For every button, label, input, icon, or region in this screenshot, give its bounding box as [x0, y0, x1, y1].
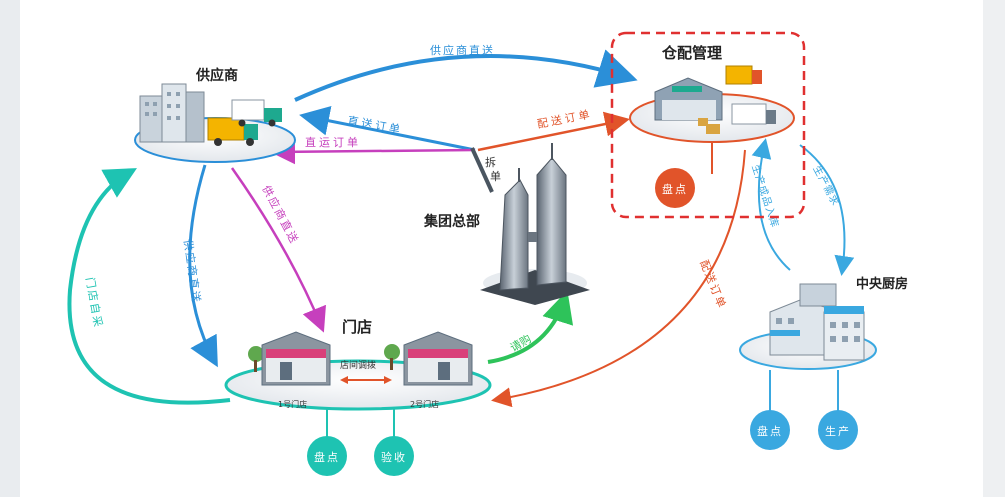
store-count-label: 盘点: [314, 450, 340, 464]
edge-label-direct-order-1: 直送订单: [346, 113, 404, 137]
headquarters-node: 集团总部: [423, 143, 590, 305]
edge-direct-order-2: [270, 139, 476, 165]
edge-label-supplier-direct-top: 供应商直送: [430, 43, 495, 57]
kitchen-produce-badge: [818, 410, 858, 450]
store-transfer-label: 店间调拨: [340, 359, 376, 371]
edge-supplier-direct-pink: [230, 167, 326, 333]
store-count-badge: [307, 436, 347, 476]
edge-label-store-self: 门店自采: [83, 276, 106, 330]
warehouse-label: 仓配管理: [661, 44, 722, 62]
store-node: 门店 1号门店 2号门店 店间调拨: [224, 318, 492, 476]
edge-label-production-demand: 生产需求: [810, 163, 842, 208]
store1-label: 1号门店: [278, 399, 307, 409]
edge-label-production-finished: 生产成品入库: [749, 163, 782, 230]
warehouse-node: 仓配管理 盘点: [610, 31, 806, 219]
store2-label: 2号门店: [410, 399, 439, 409]
edge-purchase: [487, 290, 574, 364]
store-label: 门店: [342, 318, 372, 336]
edge-dist-order-store: [491, 149, 746, 408]
kitchen-count-badge: [750, 410, 790, 450]
edge-store-self-purchase: [67, 168, 231, 405]
warehouse-count-badge: [655, 168, 695, 208]
warehouse-dashed-frame: [610, 31, 806, 219]
edge-direct-order-1: [299, 105, 476, 152]
supplier-label: 供应商: [195, 67, 238, 84]
edge-production-demand: [799, 144, 855, 276]
edge-label-supplier-direct-blue: 供应商直送: [181, 238, 204, 304]
split-label-1: 拆: [485, 155, 496, 169]
headquarters-label: 集团总部: [423, 213, 480, 230]
edge-supplier-direct-blue: [188, 164, 218, 368]
central-kitchen-node: 中央厨房 盘点 生产: [739, 276, 908, 450]
central-kitchen-label: 中央厨房: [856, 276, 908, 292]
split-label-2: 单: [490, 170, 501, 183]
right-margin-strip: [983, 0, 1005, 497]
store-receive-label: 验收: [381, 450, 407, 464]
kitchen-count-label: 盘点: [757, 424, 783, 438]
edge-label-direct-order-2: 直运订单: [305, 135, 361, 149]
split-post: [470, 147, 494, 193]
left-margin-strip: [0, 0, 20, 497]
supplier-node: 供应商: [134, 67, 296, 163]
edge-supplier-direct-top: [294, 49, 638, 102]
warehouse-count-label: 盘点: [662, 182, 688, 196]
edge-label-supplier-direct-pink: 供应商直送: [259, 183, 302, 247]
kitchen-produce-label: 生产: [825, 424, 851, 438]
store-receive-badge: [374, 436, 414, 476]
edge-dist-order-warehouse: [477, 111, 630, 152]
